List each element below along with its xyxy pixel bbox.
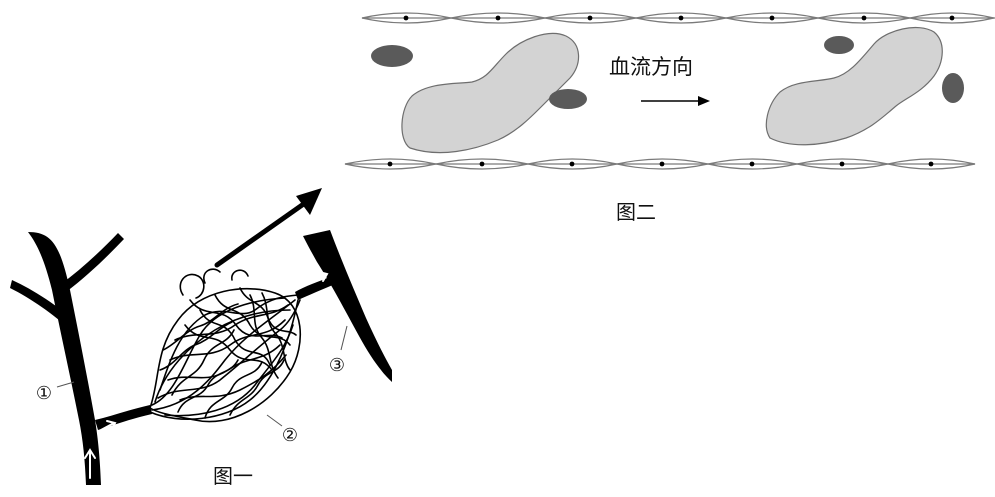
label-vessel-1-text: ①: [36, 383, 52, 404]
label-vessel-1: ①: [36, 381, 75, 404]
flow-direction-arrow: [641, 96, 710, 106]
label-vessel-3-text: ③: [329, 355, 345, 376]
figure-two: 血流方向 图二: [344, 12, 995, 224]
figure-one-flow-arrows: [84, 271, 329, 479]
label-vessel-2: ②: [266, 414, 298, 446]
white-blood-cell-right: [765, 26, 943, 146]
white-blood-cell-left: [401, 32, 580, 154]
red-blood-cell: [824, 36, 854, 54]
label-vessel-2-text: ②: [282, 425, 298, 446]
magnify-arrow: [214, 188, 322, 268]
capillary-wall-top: [361, 12, 995, 24]
figure-two-caption: 图二: [616, 200, 656, 224]
red-blood-cell: [549, 89, 587, 109]
red-blood-cell: [371, 45, 413, 67]
vessel-2-capillary-network: [149, 268, 301, 423]
capillary-wall-top-nuclei: [403, 15, 955, 21]
red-blood-cells: [371, 36, 964, 109]
red-blood-cell: [942, 73, 964, 103]
vessel-1-artery: [10, 232, 124, 485]
label-vessel-3: ③: [329, 325, 348, 376]
arteriole-connector: [95, 405, 152, 430]
capillary-wall-bottom-nuclei: [387, 161, 934, 167]
figure-one-caption: 图一: [213, 464, 253, 488]
figure-one: ① ② ③ 图一: [10, 230, 392, 488]
vessel-3-vein: [295, 230, 392, 382]
flow-direction-label: 血流方向: [609, 55, 693, 79]
